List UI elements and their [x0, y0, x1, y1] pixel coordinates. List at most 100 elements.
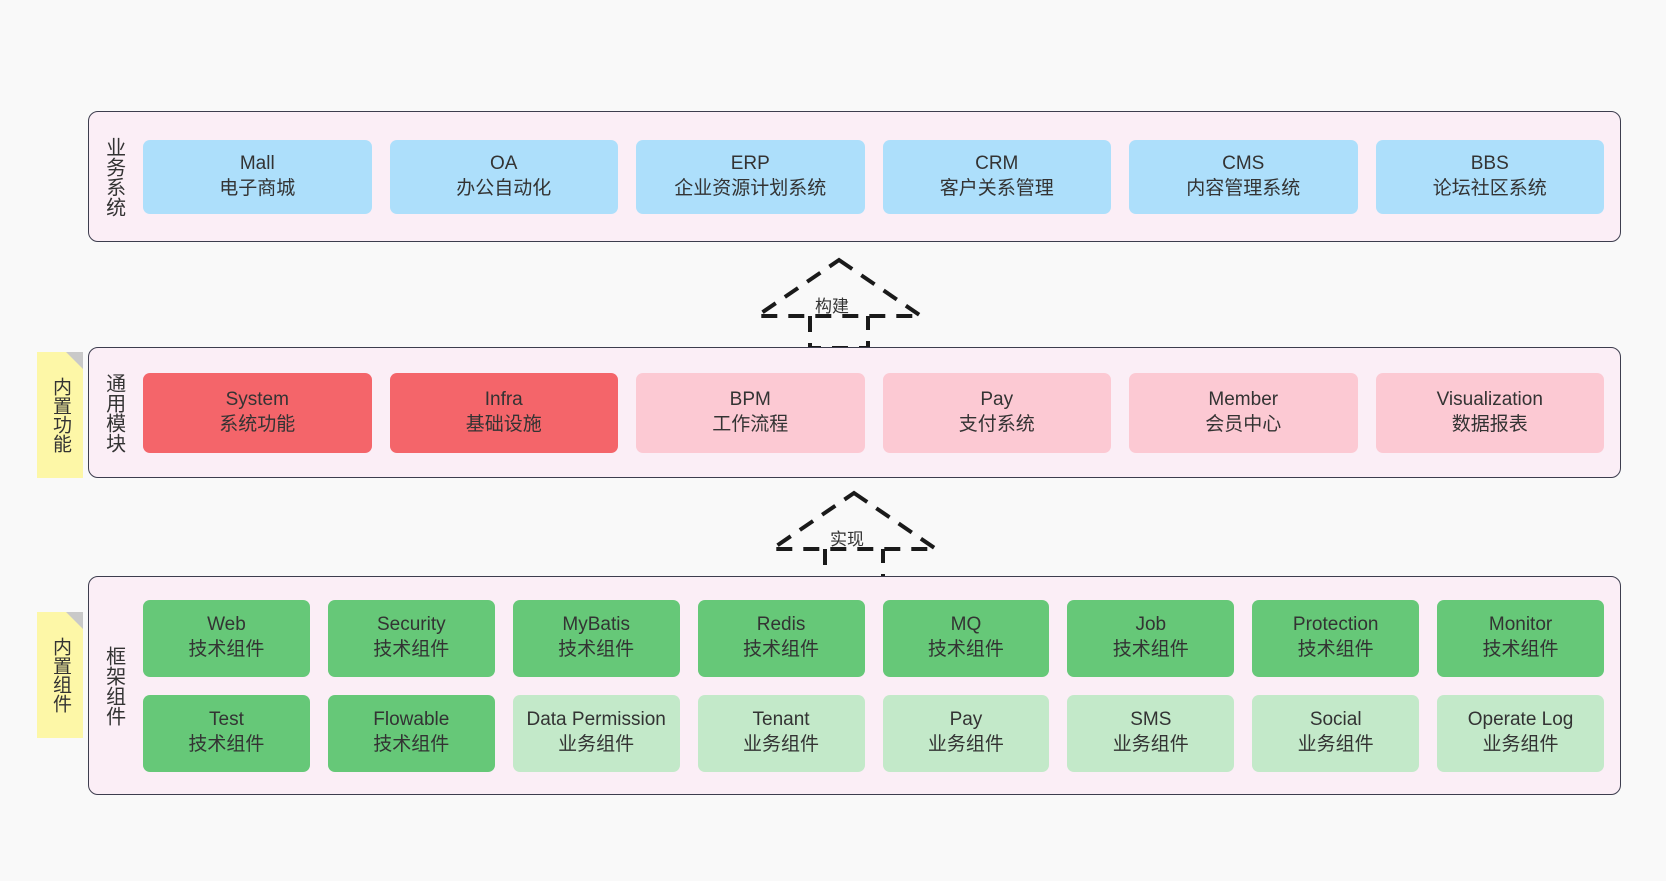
card-title: CMS: [1222, 152, 1265, 174]
card-data-permission[interactable]: Data Permission 业务组件: [512, 694, 680, 772]
note-builtin-feature: 内置功能: [37, 352, 83, 478]
card-subtitle: 电子商城: [219, 177, 296, 199]
card-title: MQ: [950, 614, 982, 636]
card-pay-business[interactable]: Pay 业务组件: [882, 694, 1050, 772]
card-subtitle: 支付系统: [958, 413, 1035, 435]
card-title: Pay: [980, 388, 1014, 410]
card-title: Social: [1309, 709, 1362, 731]
layer-business-system: 业务系统 Mall 电子商城 OA 办公自动化 ERP 企业资源计划系统 CRM…: [88, 111, 1621, 242]
card-title: Protection: [1292, 614, 1379, 636]
card-infra[interactable]: Infra 基础设施: [389, 372, 618, 453]
card-row: Test 技术组件 Flowable 技术组件 Data Permission …: [143, 694, 1604, 772]
card-subtitle: 办公自动化: [456, 177, 552, 199]
card-subtitle: 技术组件: [1112, 639, 1189, 660]
card-job[interactable]: Job 技术组件: [1067, 599, 1235, 677]
card-sms[interactable]: SMS 业务组件: [1067, 694, 1235, 772]
card-title: MyBatis: [562, 614, 630, 636]
arrow-head-triangle: [750, 257, 928, 318]
card-tenant[interactable]: Tenant 业务组件: [697, 694, 865, 772]
card-title: Test: [209, 709, 244, 731]
card-subtitle: 技术组件: [373, 734, 450, 755]
card-title: Data Permission: [526, 709, 666, 731]
card-title: BBS: [1470, 152, 1509, 174]
card-subtitle: 业务组件: [558, 734, 635, 755]
card-protection[interactable]: Protection 技术组件: [1252, 599, 1420, 677]
card-title: Operate Log: [1467, 709, 1574, 731]
card-title: OA: [490, 152, 518, 174]
card-mq[interactable]: MQ 技术组件: [882, 599, 1050, 677]
connector-label-implement: 实现: [830, 530, 864, 549]
card-title: BPM: [729, 388, 771, 410]
layer-framework-component: 框架组件 Web 技术组件 Security 技术组件 MyBatis 技术组件…: [88, 576, 1621, 795]
card-subtitle: 业务组件: [1112, 734, 1189, 755]
card-title: Member: [1208, 388, 1279, 410]
card-pay[interactable]: Pay 支付系统: [882, 372, 1111, 453]
card-title: Redis: [756, 614, 806, 636]
card-subtitle: 数据报表: [1451, 413, 1528, 435]
card-title: SMS: [1130, 709, 1172, 731]
card-mall[interactable]: Mall 电子商城: [143, 139, 372, 214]
card-title: ERP: [730, 152, 770, 174]
card-oa[interactable]: OA 办公自动化: [389, 139, 618, 214]
card-row: Web 技术组件 Security 技术组件 MyBatis 技术组件 Redi…: [143, 599, 1604, 677]
card-title: Security: [376, 614, 446, 636]
card-flowable[interactable]: Flowable 技术组件: [327, 694, 495, 772]
layer-title-framework: 框架组件: [102, 645, 125, 726]
card-operate-log[interactable]: Operate Log 业务组件: [1437, 694, 1604, 772]
card-subtitle: 工作流程: [712, 413, 789, 435]
card-mybatis[interactable]: MyBatis 技术组件: [512, 599, 680, 677]
card-member[interactable]: Member 会员中心: [1129, 372, 1358, 453]
card-title: Web: [207, 614, 246, 636]
card-title: Infra: [484, 388, 523, 410]
note-builtin-component: 内置组件: [37, 612, 83, 738]
card-subtitle: 会员中心: [1205, 413, 1282, 435]
card-erp[interactable]: ERP 企业资源计划系统: [636, 139, 865, 214]
card-crm[interactable]: CRM 客户关系管理: [882, 139, 1111, 214]
card-redis[interactable]: Redis 技术组件: [697, 599, 865, 677]
card-subtitle: 业务组件: [1297, 734, 1374, 755]
layer-common-module: 通用模块 System 系统功能 Infra 基础设施 BPM 工作流程 Pay…: [88, 347, 1621, 478]
card-bbs[interactable]: BBS 论坛社区系统: [1375, 139, 1604, 214]
connector-implement-arrow: 实现: [765, 489, 943, 583]
layer-title-module: 通用模块: [102, 372, 125, 453]
card-cms[interactable]: CMS 内容管理系统: [1129, 139, 1358, 214]
card-bpm[interactable]: BPM 工作流程: [636, 372, 865, 453]
card-subtitle: 业务组件: [1482, 734, 1559, 755]
card-subtitle: 技术组件: [1482, 639, 1559, 660]
card-social[interactable]: Social 业务组件: [1252, 694, 1420, 772]
card-subtitle: 基础设施: [465, 413, 542, 435]
card-subtitle: 技术组件: [743, 639, 820, 660]
card-subtitle: 系统功能: [219, 413, 296, 435]
note-fold-corner-icon: [66, 352, 83, 369]
connector-label-build: 构建: [815, 297, 849, 316]
card-subtitle: 客户关系管理: [939, 177, 1054, 199]
card-test[interactable]: Test 技术组件: [143, 694, 310, 772]
layer-title-business: 业务系统: [102, 136, 125, 217]
card-subtitle: 内容管理系统: [1186, 177, 1301, 199]
card-title: System: [225, 388, 289, 410]
card-subtitle: 技术组件: [558, 639, 635, 660]
card-row: Mall 电子商城 OA 办公自动化 ERP 企业资源计划系统 CRM 客户关系…: [143, 139, 1604, 214]
card-system[interactable]: System 系统功能: [143, 372, 372, 453]
layer-body-business: Mall 电子商城 OA 办公自动化 ERP 企业资源计划系统 CRM 客户关系…: [137, 112, 1620, 241]
card-subtitle: 技术组件: [373, 639, 450, 660]
card-subtitle: 技术组件: [927, 639, 1004, 660]
note-label: 内置组件: [50, 637, 72, 713]
card-web[interactable]: Web 技术组件: [143, 599, 310, 677]
arrow-head-triangle: [765, 490, 943, 551]
note-fold-corner-icon: [66, 612, 83, 629]
card-title: Flowable: [373, 709, 450, 731]
card-visualization[interactable]: Visualization 数据报表: [1375, 372, 1604, 453]
layer-body-framework: Web 技术组件 Security 技术组件 MyBatis 技术组件 Redi…: [137, 577, 1620, 794]
card-security[interactable]: Security 技术组件: [327, 599, 495, 677]
card-title: Pay: [949, 709, 983, 731]
card-title: Monitor: [1488, 614, 1553, 636]
card-subtitle: 企业资源计划系统: [674, 177, 827, 199]
card-title: Mall: [239, 152, 275, 174]
card-title: Visualization: [1436, 388, 1543, 410]
arrow-shaft: [808, 316, 870, 350]
card-subtitle: 技术组件: [1297, 639, 1374, 660]
card-title: Tenant: [752, 709, 810, 731]
card-monitor[interactable]: Monitor 技术组件: [1437, 599, 1604, 677]
